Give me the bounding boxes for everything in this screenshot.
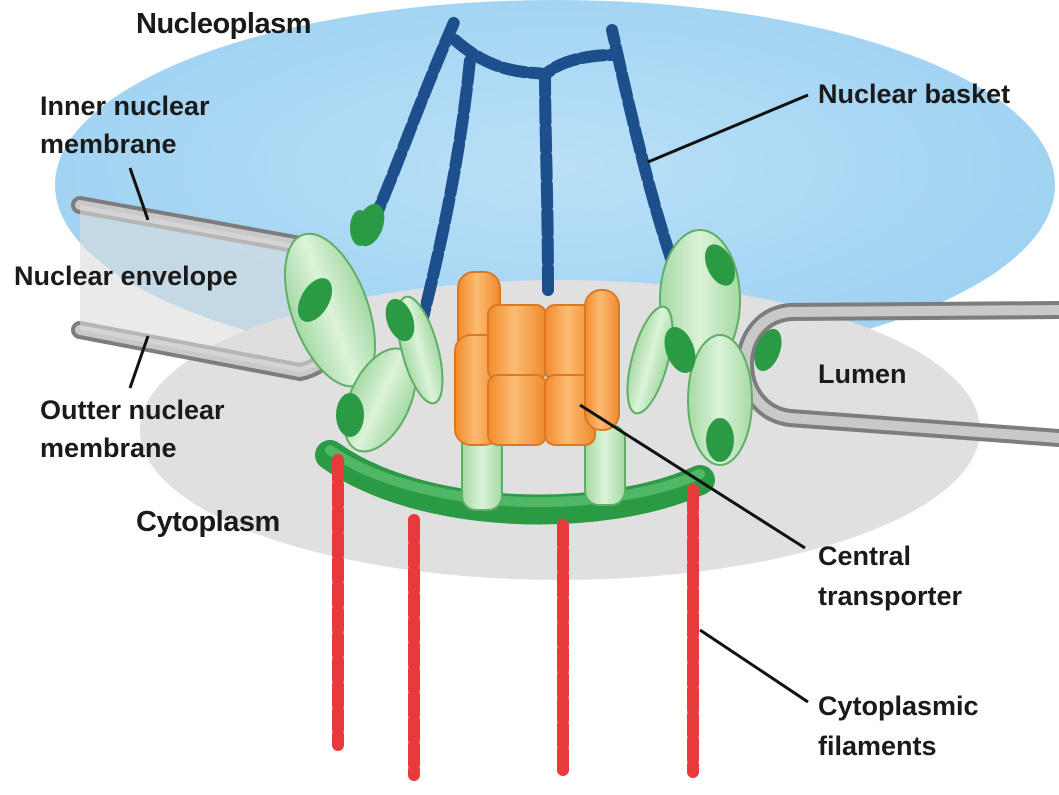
- lumen-label: Lumen: [818, 358, 907, 391]
- inner-membrane-label-line2: membrane: [40, 128, 177, 161]
- cytoplasmic-filaments-label-line1: Cytoplasmic: [818, 690, 979, 723]
- central-transporter-label-line2: transporter: [818, 580, 962, 613]
- central-transporter-label-line1: Central: [818, 540, 911, 573]
- cytoplasmic-filaments-label-line2: filaments: [818, 730, 937, 763]
- cytoplasm-label: Cytoplasm: [136, 506, 280, 539]
- inner-membrane-label-line1: Inner nuclear: [40, 90, 210, 123]
- outer-membrane-label-line1: Outter nuclear: [40, 394, 225, 427]
- outer-membrane-label-line2: membrane: [40, 432, 177, 465]
- nuclear-envelope-label: Nuclear envelope: [14, 260, 238, 293]
- nuclear-basket-label: Nuclear basket: [818, 78, 1010, 111]
- nucleoplasm-label: Nucleoplasm: [136, 8, 311, 41]
- basket-strand-3: [545, 75, 548, 290]
